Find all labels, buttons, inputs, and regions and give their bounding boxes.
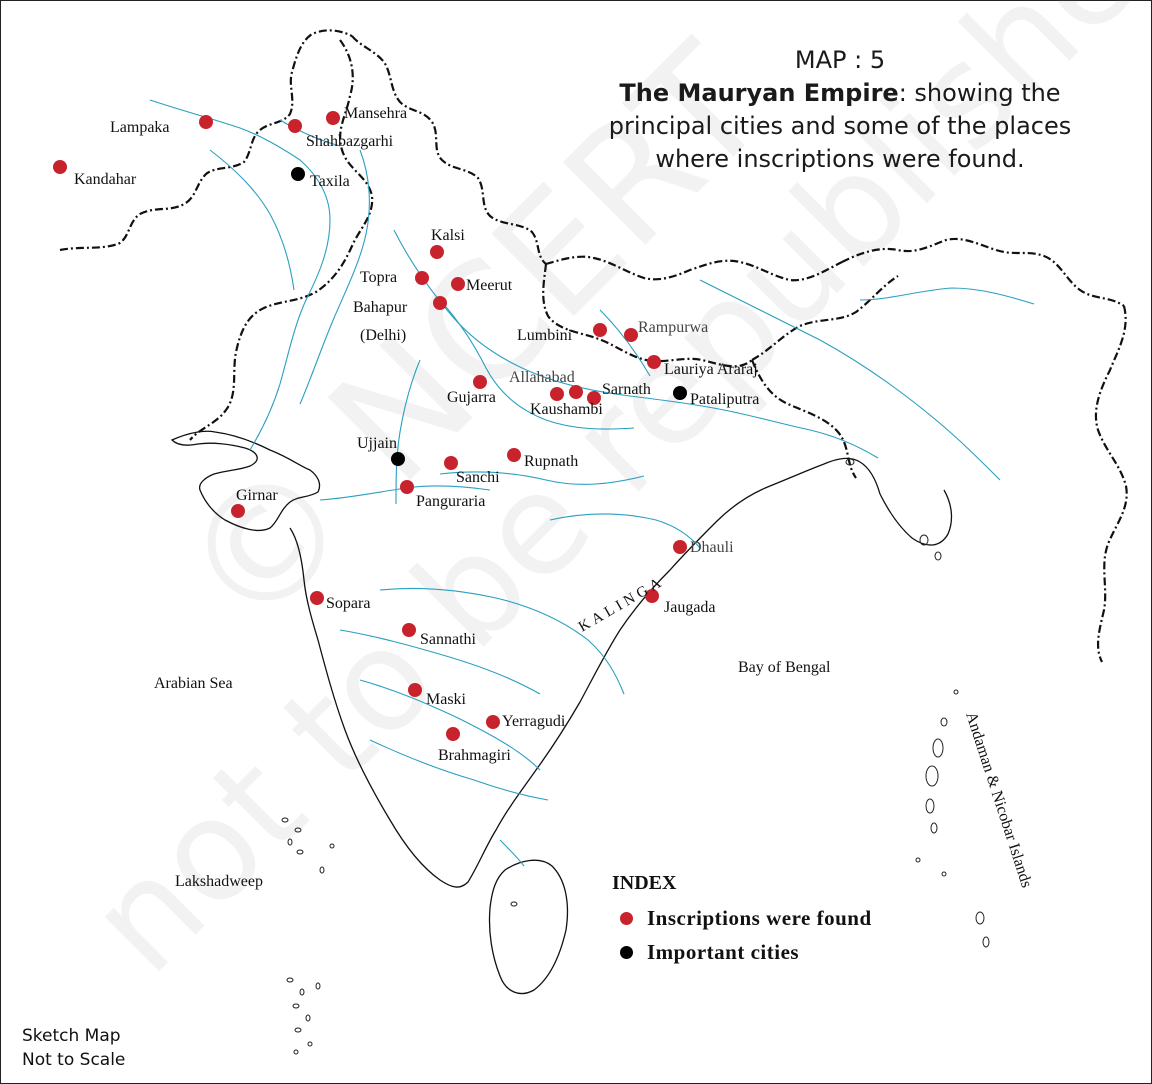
marker-kaushambi[interactable] <box>569 385 583 399</box>
map-legend: INDEX Inscriptions were found Important … <box>612 872 872 969</box>
label-lauriya: Lauriya Araraj <box>664 361 758 378</box>
marker-pataliputra[interactable] <box>673 386 687 400</box>
marker-lumbini[interactable] <box>593 323 607 337</box>
marker-gujarra[interactable] <box>473 375 487 389</box>
title-bold: The Mauryan Empire <box>619 79 899 107</box>
marker-bahapur[interactable] <box>433 296 447 310</box>
marker-girnar[interactable] <box>231 504 245 518</box>
label-kalsi: Kalsi <box>431 227 465 244</box>
marker-dhauli[interactable] <box>673 540 687 554</box>
marker-topra[interactable] <box>415 271 429 285</box>
label-pataliputra: Pataliputra <box>690 391 759 408</box>
label-lampaka: Lampaka <box>110 119 170 136</box>
label-bahapur: Bahapur <box>353 299 408 316</box>
legend-row-inscriptions: Inscriptions were found <box>612 901 872 935</box>
map-number: MAP : 5 <box>794 46 886 74</box>
label-girnar: Girnar <box>236 487 278 504</box>
sketch-note-line1: Sketch Map <box>22 1026 121 1046</box>
label-maski: Maski <box>426 691 467 708</box>
marker-yerragudi[interactable] <box>486 715 500 729</box>
rivers <box>149 99 1035 867</box>
label-meerut: Meerut <box>466 277 513 294</box>
label-rupnath: Rupnath <box>524 453 578 470</box>
markers <box>53 111 687 741</box>
label-rampurwa: Rampurwa <box>638 319 708 336</box>
marker-ujjain[interactable] <box>391 452 405 466</box>
map-title: MAP : 5 The Mauryan Empire: showing the … <box>590 44 1090 176</box>
place-labels: Lampaka Kandahar Shahbazgarhi Mansehra T… <box>74 105 759 764</box>
legend-row-cities: Important cities <box>612 935 872 969</box>
marker-allahabad[interactable] <box>550 387 564 401</box>
marker-jaugada[interactable] <box>645 589 659 603</box>
label-lumbini: Lumbini <box>517 327 573 344</box>
marker-sanchi[interactable] <box>444 456 458 470</box>
marker-sannathi[interactable] <box>402 623 416 637</box>
marker-lampaka[interactable] <box>199 115 213 129</box>
title-line2: principal cities and some of the places <box>608 112 1072 140</box>
label-dhauli: Dhauli <box>690 539 734 556</box>
label-bay-of-bengal: Bay of Bengal <box>738 659 831 676</box>
sketch-note: Sketch Map Not to Scale <box>22 1024 125 1072</box>
label-sannathi: Sannathi <box>420 631 477 648</box>
label-mansehra: Mansehra <box>344 105 407 122</box>
marker-sopara[interactable] <box>310 591 324 605</box>
marker-brahmagiri[interactable] <box>446 727 460 741</box>
marker-maski[interactable] <box>408 683 422 697</box>
label-ujjain: Ujjain <box>357 435 397 452</box>
boundary-lines <box>59 29 1128 663</box>
black-dot-icon <box>620 945 633 959</box>
marker-mansehra[interactable] <box>326 111 340 125</box>
label-delhi: (Delhi) <box>360 327 406 344</box>
marker-lauriya[interactable] <box>647 355 661 369</box>
marker-rupnath[interactable] <box>507 448 521 462</box>
label-taxila: Taxila <box>310 173 350 190</box>
legend-cities-label: Important cities <box>647 939 800 964</box>
marker-rampurwa[interactable] <box>624 328 638 342</box>
marker-sarnath[interactable] <box>587 391 601 405</box>
coastline <box>170 430 953 995</box>
label-arabian-sea: Arabian Sea <box>154 675 233 692</box>
marker-meerut[interactable] <box>451 277 465 291</box>
marker-kalsi[interactable] <box>430 245 444 259</box>
red-dot-icon <box>620 911 633 925</box>
label-kandahar: Kandahar <box>74 171 137 188</box>
label-yerragudi: Yerragudi <box>502 713 566 730</box>
label-jaugada: Jaugada <box>664 599 716 616</box>
label-sopara: Sopara <box>326 595 370 612</box>
islands <box>281 458 990 1055</box>
marker-panguraria[interactable] <box>400 480 414 494</box>
title-line1: The Mauryan Empire: showing the <box>590 77 1090 110</box>
label-shahbazgarhi: Shahbazgarhi <box>306 133 394 150</box>
marker-shahbazgarhi[interactable] <box>288 119 302 133</box>
label-gujarra: Gujarra <box>447 389 496 406</box>
label-lakshadweep: Lakshadweep <box>175 873 263 890</box>
label-kaushambi: Kaushambi <box>530 401 603 418</box>
label-andaman-nicobar: Andaman & Nicobar Islands <box>962 710 1035 890</box>
title-rest: : showing the <box>898 79 1061 107</box>
sketch-note-line2: Not to Scale <box>22 1050 126 1070</box>
label-topra: Topra <box>360 269 397 286</box>
label-sanchi: Sanchi <box>456 469 500 486</box>
label-allahabad: Allahabad <box>509 369 575 386</box>
marker-taxila[interactable] <box>291 167 305 181</box>
title-line3: where inscriptions were found. <box>655 145 1025 173</box>
legend-heading: INDEX <box>612 872 677 894</box>
label-brahmagiri: Brahmagiri <box>438 747 511 764</box>
label-panguraria: Panguraria <box>416 493 485 510</box>
legend-inscriptions-label: Inscriptions were found <box>647 905 872 930</box>
marker-kandahar[interactable] <box>53 160 67 174</box>
label-sarnath: Sarnath <box>602 381 651 398</box>
